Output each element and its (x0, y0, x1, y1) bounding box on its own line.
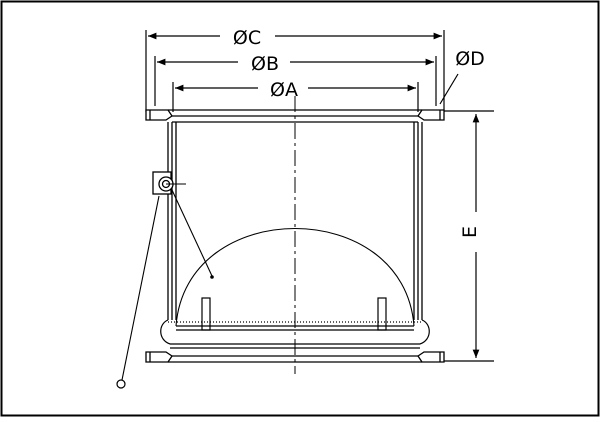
leader-dot (210, 275, 214, 279)
bottom-bead (160, 319, 430, 349)
blade-stops (201, 297, 387, 331)
duct-body (167, 122, 423, 320)
dimension-a (172, 82, 419, 112)
dimension-d (439, 73, 459, 105)
dimension-d-label: ØD (455, 48, 485, 70)
damper-blade (175, 227, 415, 327)
pivot-handle (152, 171, 186, 195)
leader-end-circle (116, 379, 126, 389)
dimension-e-label: E (459, 226, 481, 238)
dimension-c-label: ØC (233, 27, 261, 49)
dimension-b-label: ØB (251, 53, 279, 75)
bottom-flange (145, 351, 445, 363)
dimension-b (154, 56, 437, 106)
dimension-a-label: ØA (270, 79, 298, 101)
leader-lines (121, 189, 213, 381)
top-flange (145, 109, 445, 123)
